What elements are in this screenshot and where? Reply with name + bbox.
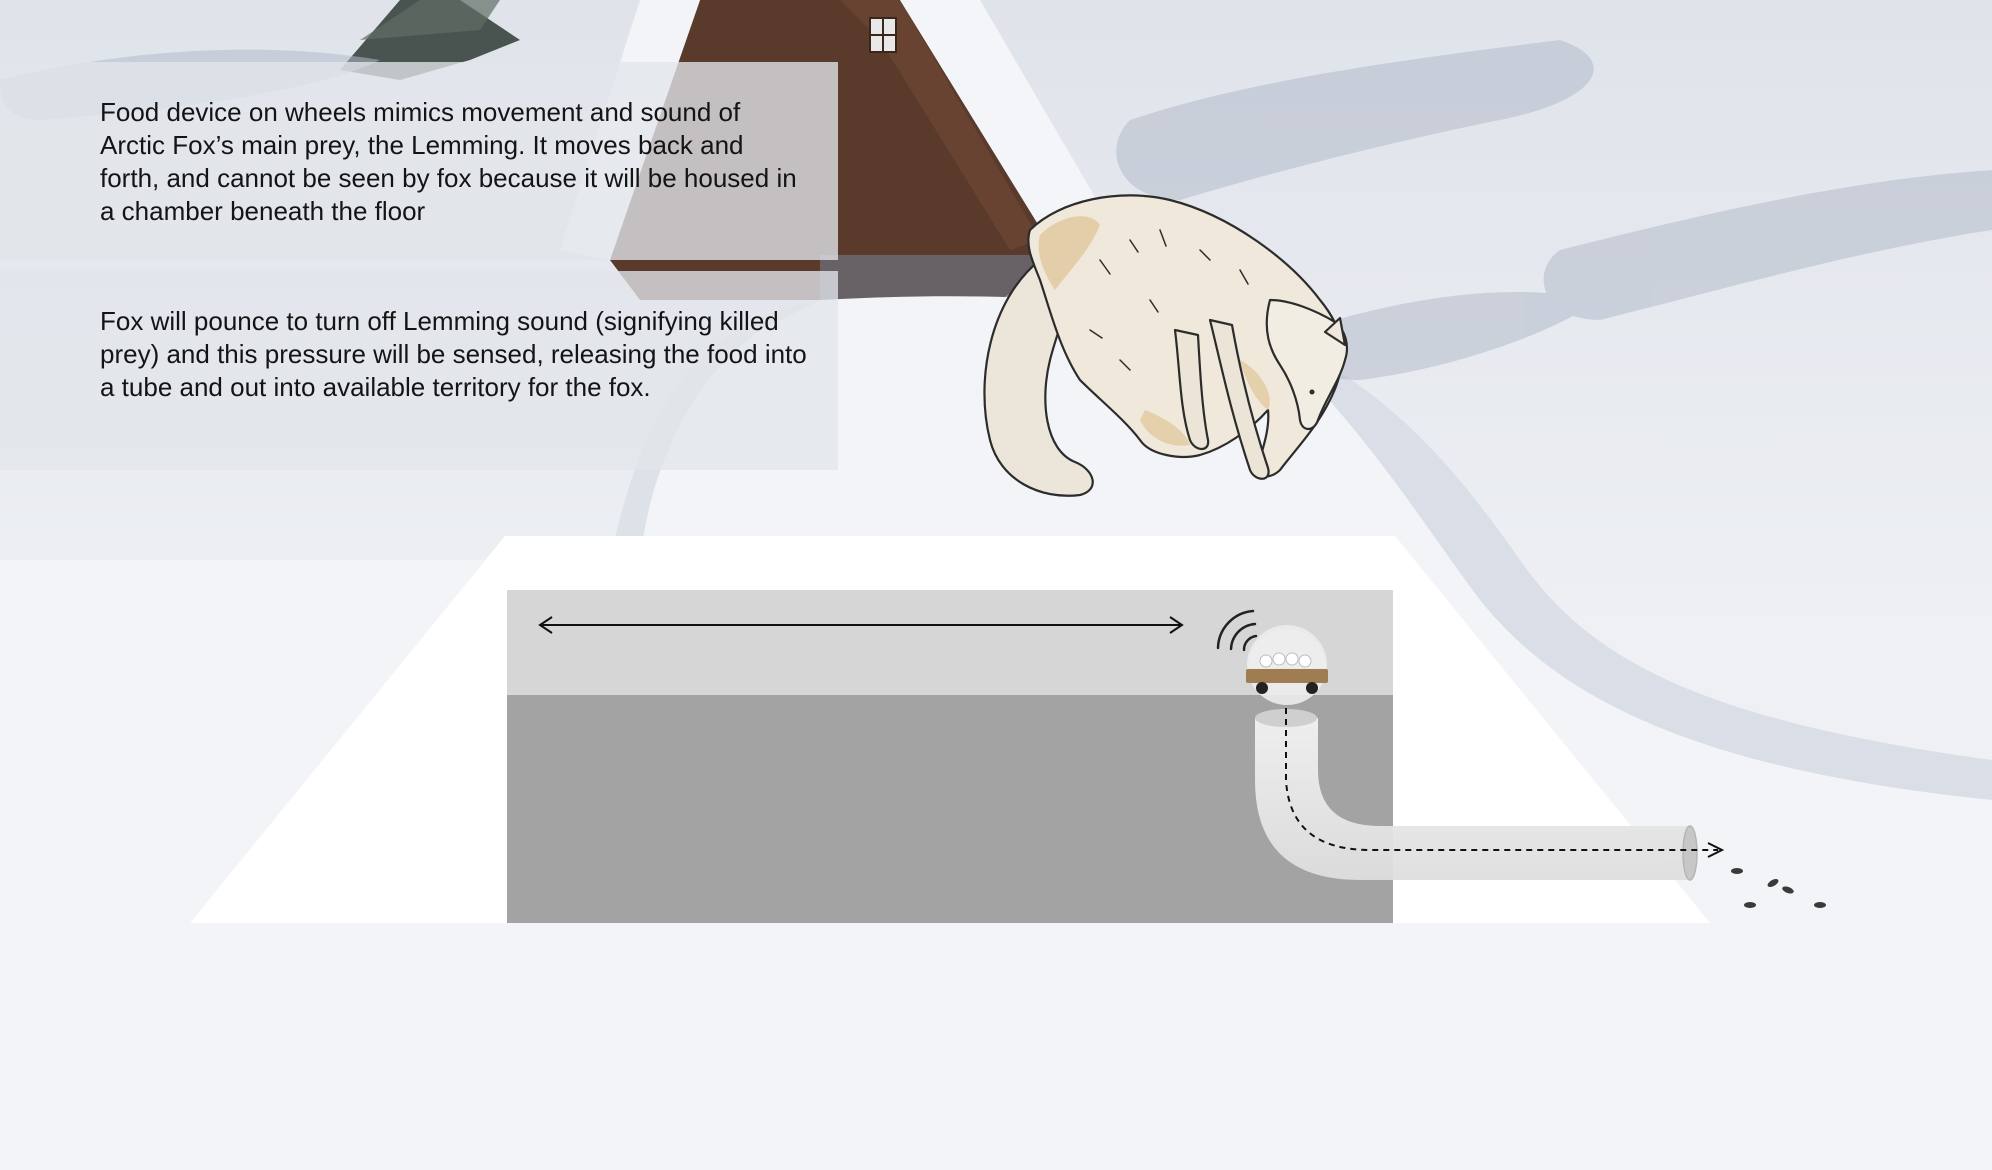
lemming-food-device [1246, 625, 1328, 705]
arctic-fox-illustration [983, 194, 1349, 497]
pounce-description-caption: Fox will pounce to turn off Lemming soun… [0, 271, 838, 470]
food-tube [1255, 709, 1698, 881]
underground-chamber [507, 695, 1393, 923]
tree-illustration [340, 0, 520, 80]
movement-arrow [538, 616, 1184, 634]
food-pellets [1731, 868, 1826, 908]
sound-waves-icon [1216, 609, 1258, 652]
device-description-caption: Food device on wheels mimics movement an… [0, 62, 838, 260]
device-description-text: Food device on wheels mimics movement an… [100, 97, 797, 226]
pounce-description-text: Fox will pounce to turn off Lemming soun… [100, 306, 807, 402]
food-path-arrow [1285, 708, 1725, 858]
